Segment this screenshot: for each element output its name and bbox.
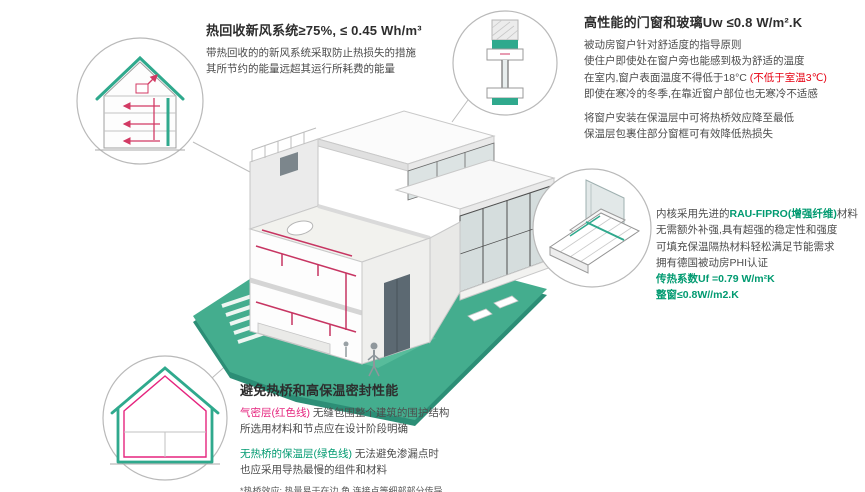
kitchen-counter	[257, 322, 331, 355]
insulation-green-line	[110, 366, 220, 464]
airtight-layer-label: 气密层(红色线)	[240, 407, 310, 419]
windows-line: 将窗户安装在保温层中可将热桥效应降至最低	[584, 112, 794, 125]
heat-recovery-text-block: 热回收新风系统≥75%, ≤ 0.45 Wh/m³ 带热回收的的新风系统采取防止…	[206, 20, 461, 78]
roof-railing	[251, 127, 317, 162]
small-window	[280, 152, 298, 176]
airtight-layer-line2: 所选用材料和节点应在设计阶段明确	[240, 423, 408, 436]
isometric-house-illustration	[248, 110, 556, 377]
thermal-envelope-circle-icon	[102, 355, 228, 481]
heat-recovery-line: 其所节约的能量远超其运行所耗费的能量	[206, 63, 395, 76]
rau-fipro-highlight: RAU-FIPRO(增强纤维)	[729, 208, 837, 220]
window-profile-text-block: 内核采用先进的RAU-FIPRO(增强纤维)材料 无需额外补强,具有超强的稳定性…	[656, 206, 862, 304]
profile-line: 无需额外补强,具有超强的稳定性和强度	[656, 224, 838, 237]
profile-material-line: 内核采用先进的RAU-FIPRO(增强纤维)材料	[656, 208, 858, 220]
windows-line: 被动房窗户针对舒适度的指导原则	[584, 39, 742, 51]
temp-threshold-note: (不低于室温3℃)	[749, 71, 827, 84]
windows-glass-title: 高性能的门窗和玻璃Uw ≤0.8 W/m².K	[584, 15, 803, 30]
heat-recovery-title: 热回收新风系统≥75%, ≤ 0.45 Wh/m³	[206, 23, 422, 38]
airtight-red-line	[123, 375, 207, 458]
insulation-layer-line2: 也应采用导热最慢的组件和材料	[240, 463, 387, 476]
insulation-layer-label: 无热桥的保温层(绿色线)	[240, 447, 352, 460]
ventilation-ducts	[255, 245, 357, 336]
section-cut-face	[249, 228, 363, 365]
person-figure	[367, 342, 381, 377]
entry-wall	[361, 237, 431, 365]
windows-line: 即使在寒冷的冬季,在靠近窗户部位也无寒冷不适感	[584, 87, 818, 100]
windows-glass-text-block: 高性能的门窗和玻璃Uw ≤0.8 W/m².K 被动房窗户针对舒适度的指导原则 …	[584, 12, 860, 143]
ventilation-circle-icon	[76, 37, 204, 165]
interior-person-figure	[343, 341, 349, 357]
glass-curtain-wall	[459, 184, 555, 301]
u-value-window: 整窗≤0.8W//m2.K	[656, 289, 739, 302]
u-value-frame: 传热系数Uf =0.79 W/m²K	[656, 273, 775, 286]
insulation-layer-line: 无热桥的保温层(绿色线) 无法避免渗漏点时	[240, 447, 439, 460]
heat-recovery-unit	[135, 83, 149, 94]
window-profile-circle-icon	[532, 168, 652, 288]
airtight-layer-line: 气密层(红色线) 无缝包围整个建筑的围护结构	[240, 407, 450, 419]
planter-boxes	[467, 295, 519, 322]
airflow-arrows	[122, 74, 160, 145]
heat-recovery-line: 带热回收的的新风系统采取防止热损失的措施	[206, 47, 416, 59]
windows-temp-line: 在室内,窗户表面温度不得低于18°C (不低于室温3℃)	[584, 71, 827, 84]
windows-line: 使住户即使处在窗户旁也能感到极为舒适的温度	[584, 55, 805, 68]
thermal-bridge-footnote: *热桥效应: 热量易于在边,角,连接点等细部部分传导	[240, 486, 443, 492]
thermal-bridge-title: 避免热桥和高保温密封性能	[240, 383, 399, 398]
upper-floor-interior	[248, 204, 432, 263]
thermal-bridge-text-block: 避免热桥和高保温密封性能 气密层(红色线) 无缝包围整个建筑的围护结构 所选用材…	[240, 380, 585, 492]
window-section-circle-icon	[452, 10, 558, 116]
profile-line: 可填充保温隔热材料轻松满足节能需求	[656, 240, 835, 253]
profile-line: 拥有德国被动房PHI认证	[656, 256, 769, 269]
bathtub	[286, 220, 314, 236]
windows-line: 保温层包裹住部分窗框可有效降低热损失	[584, 128, 773, 141]
